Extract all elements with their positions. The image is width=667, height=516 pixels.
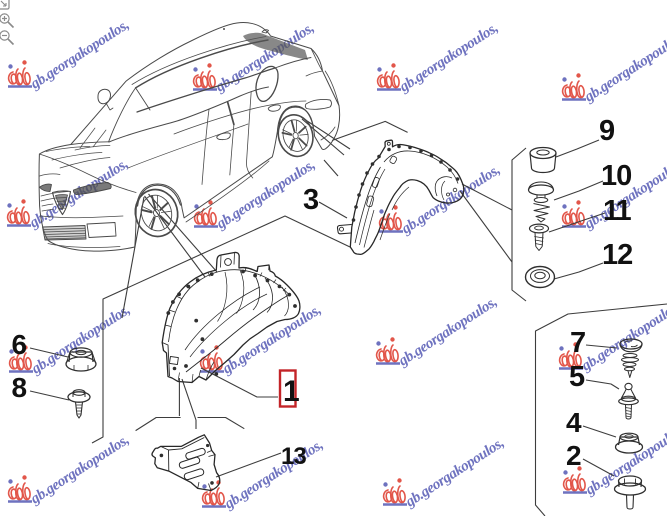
svg-text:1: 1	[283, 375, 300, 408]
svg-text:4: 4	[566, 407, 582, 438]
svg-text:11: 11	[603, 195, 632, 227]
svg-text:2: 2	[566, 440, 582, 471]
svg-text:7: 7	[570, 327, 586, 359]
svg-text:5: 5	[569, 361, 585, 393]
svg-text:10: 10	[601, 160, 631, 192]
svg-text:13: 13	[281, 443, 306, 470]
svg-text:3: 3	[303, 184, 319, 216]
svg-text:9: 9	[599, 115, 615, 147]
svg-text:12: 12	[602, 239, 632, 271]
svg-text:6: 6	[12, 329, 28, 360]
svg-text:8: 8	[12, 372, 28, 403]
